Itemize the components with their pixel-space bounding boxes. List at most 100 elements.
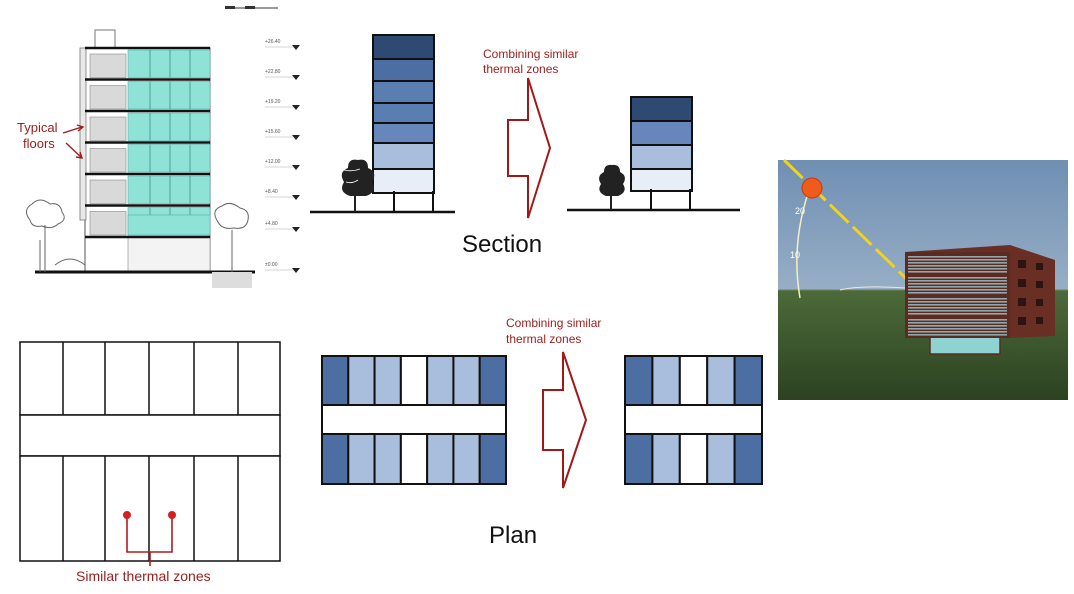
louvre (908, 262, 1007, 264)
side-windows (1018, 260, 1043, 325)
sun-angle-10: 10 (790, 250, 800, 260)
facade-louvres (908, 256, 1007, 336)
section-zones-combined (567, 96, 740, 212)
typical-floors-label-line2: floors (23, 136, 55, 151)
louvre (908, 292, 1007, 294)
plan-zone (373, 355, 402, 406)
glazing-floor (127, 81, 211, 110)
tree-sketch-left (26, 199, 86, 272)
combine-arrow-bottom[interactable] (542, 351, 588, 489)
section-zone-combined (630, 120, 693, 146)
zone-dot-1 (123, 511, 131, 519)
section-zones-full (310, 34, 455, 214)
section-zone-combined (630, 96, 693, 122)
window (1018, 298, 1026, 306)
louvre (908, 334, 1007, 336)
plan-zone (452, 433, 481, 485)
section-zone (372, 102, 435, 124)
glazing-floor (127, 175, 211, 204)
section-zone-combined (630, 168, 693, 192)
elevation-label: +15.60 (265, 129, 281, 135)
louvre (908, 328, 1007, 330)
louvre (908, 313, 1007, 315)
elevation-label: ±0.00 (265, 262, 278, 268)
typical-floors-arrows (62, 124, 85, 159)
building-3d-render: 20 10 (778, 158, 1068, 400)
elevation-triangle (292, 105, 300, 110)
window (1018, 317, 1026, 325)
window (1018, 260, 1026, 268)
window (1036, 317, 1043, 324)
elevation-label: +8.40 (265, 189, 278, 195)
typical-floors-label-line1: Typical (17, 120, 58, 135)
louvre (908, 280, 1007, 282)
elevation-triangle (292, 195, 300, 200)
ground-floor-room (127, 236, 211, 272)
section-zone (372, 168, 435, 194)
louvre (908, 310, 1007, 312)
plan-zone (399, 433, 429, 485)
glazing-zones (127, 49, 211, 236)
plan-zone (373, 433, 402, 485)
section-zone-combined (630, 144, 693, 170)
plan-caption: Plan (489, 522, 537, 549)
elevation-label: +12.00 (265, 159, 281, 165)
floor-slabs (85, 46, 210, 239)
plan-zones-full (321, 355, 508, 485)
plan-zone (478, 355, 508, 406)
tree-icon-small (599, 164, 625, 210)
glazing-floor (127, 214, 211, 236)
plan-zone (452, 355, 481, 406)
combine-label-bottom-line2: thermal zones (506, 332, 581, 346)
louvre (908, 271, 1007, 273)
plan-zone (651, 433, 681, 485)
plan-zone (624, 433, 654, 485)
elevation-triangle (292, 135, 300, 140)
glazing-floor (127, 144, 211, 173)
section-caption: Section (462, 231, 542, 258)
zone-dot-2 (168, 511, 176, 519)
louvre (908, 283, 1007, 285)
louvre (908, 322, 1007, 324)
plan-zone (678, 433, 709, 485)
louvre (908, 256, 1007, 258)
elevation-label: +19.20 (265, 99, 281, 105)
plan-zone (321, 355, 350, 406)
section-zone (372, 142, 435, 170)
section-zone (372, 58, 435, 82)
window (1036, 263, 1043, 270)
plan-zone (678, 355, 709, 406)
section-zone (372, 34, 435, 60)
room-block (89, 211, 127, 236)
plan-zone (478, 433, 508, 485)
combine-arrow-top[interactable] (507, 77, 552, 219)
room-block (89, 179, 127, 204)
window (1036, 299, 1043, 306)
louvre (908, 298, 1007, 300)
plan-zone (321, 433, 350, 485)
louvre (908, 331, 1007, 333)
similar-zones-marker (126, 516, 173, 566)
glazing-floor (127, 49, 211, 78)
detailed-section-drawing: +26.40+22.80+19.20+15.60+12.00+8.40+4.80… (17, 6, 300, 288)
tree-icon (341, 159, 375, 212)
plan-zone (651, 355, 681, 406)
plan-zone (733, 433, 763, 485)
section-zone (372, 80, 435, 104)
sun-icon (801, 177, 823, 199)
glazing-floor (127, 112, 211, 141)
elevation-triangle (292, 165, 300, 170)
elevation-label: +4.80 (265, 221, 278, 227)
similar-zones-label: Similar thermal zones (76, 568, 211, 584)
plan-zone (706, 433, 736, 485)
combine-label-top-line1: Combining similar (483, 47, 578, 61)
louvre (908, 301, 1007, 303)
combine-label-top-line2: thermal zones (483, 62, 558, 76)
plan-zone (347, 355, 376, 406)
louvre (908, 307, 1007, 309)
room-block (89, 53, 127, 78)
plan-zone (733, 355, 763, 406)
window (1018, 279, 1026, 287)
elevation-triangle (292, 227, 300, 232)
